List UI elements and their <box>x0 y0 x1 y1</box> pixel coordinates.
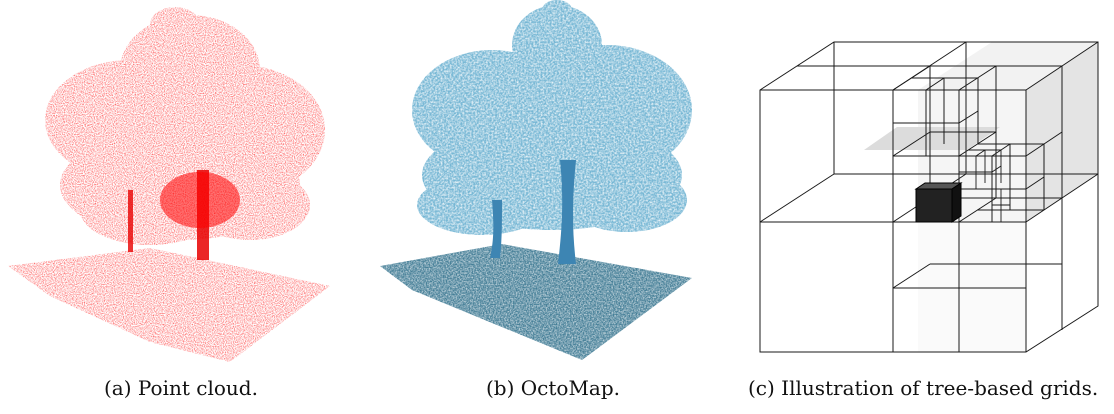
point-cloud-panel <box>0 0 372 370</box>
octree-diagram <box>759 41 1099 353</box>
octree-level3-grid <box>893 77 1045 222</box>
octomap-canopy <box>412 0 692 235</box>
point-cloud-trunks <box>128 170 240 260</box>
octree-level4-grid <box>959 149 1010 222</box>
octree-panel <box>752 0 1114 370</box>
octomap-panel <box>372 0 738 370</box>
octomap-ground <box>380 244 692 360</box>
caption-octomap: (b) OctoMap. <box>486 376 621 400</box>
caption-tree-grids: (c) Illustration of tree-based grids. <box>748 376 1099 400</box>
point-cloud-image <box>8 7 330 362</box>
caption-point-cloud: (a) Point cloud. <box>104 376 258 400</box>
octomap-image <box>380 0 692 360</box>
octree-level2-grid <box>892 65 1063 352</box>
point-cloud-ground <box>8 248 330 362</box>
occupied-cell <box>914 182 963 223</box>
octomap-trunks <box>490 160 576 264</box>
octree-lower-right-light <box>918 222 1026 352</box>
